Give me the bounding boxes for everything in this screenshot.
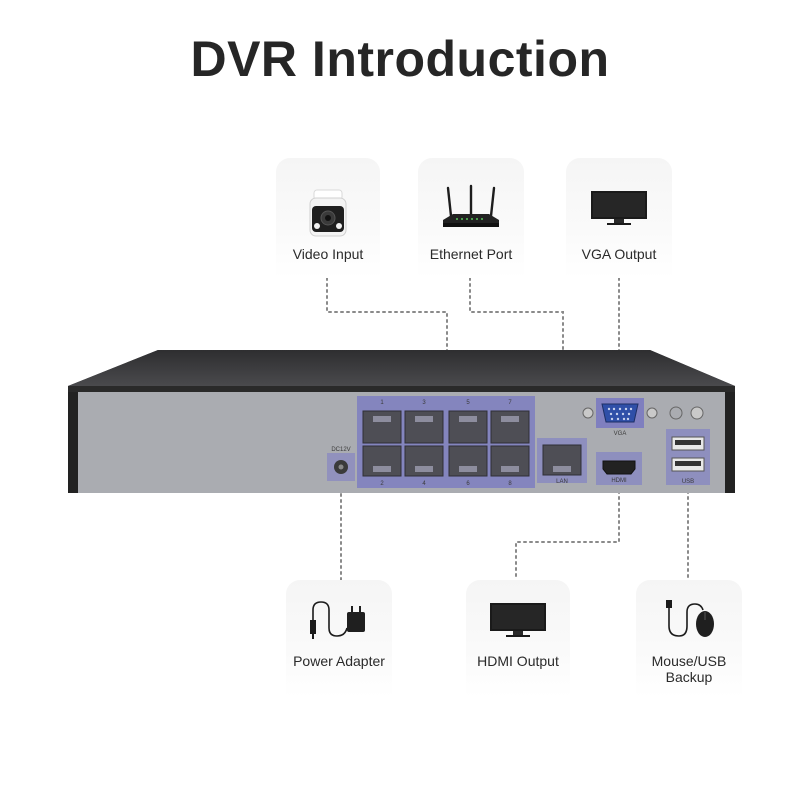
callout-hdmi-output: HDMI Output [466, 580, 570, 698]
panel-label-hdmi: HDMI [611, 478, 627, 484]
hdmi-port [602, 460, 636, 475]
panel-label-lan: LAN [556, 479, 568, 485]
panel-label-dc: DC12V [331, 447, 350, 453]
mouse-icon [636, 596, 742, 642]
vga-port [601, 403, 639, 423]
rj45-port [490, 410, 530, 444]
callout-label: Ethernet Port [429, 246, 513, 262]
port-number-1: 1 [380, 400, 384, 406]
vga-screw [582, 407, 594, 419]
port-number-7: 7 [508, 400, 512, 406]
dvr-left-rail [68, 386, 78, 493]
monitor-icon [466, 602, 570, 638]
panel-label-vga: VGA [614, 431, 627, 437]
router-icon [418, 184, 524, 232]
rj45-port [404, 410, 444, 444]
port-number-6: 6 [466, 481, 470, 487]
callout-vga-output: VGA Output [566, 158, 672, 278]
port-number-2: 2 [380, 481, 384, 487]
page-title: DVR Introduction [190, 31, 610, 87]
ethernet-port-connector-line [469, 277, 564, 439]
callout-label: Mouse/USB Backup [651, 653, 727, 685]
dvr-right-rail [725, 386, 735, 493]
monitor-icon [566, 190, 672, 226]
callout-power-adapter: Power Adapter [286, 580, 392, 698]
callout-label: HDMI Output [477, 653, 559, 669]
callout-mouse-usb-backup: Mouse/USB Backup [636, 580, 742, 698]
ground-screw [690, 406, 704, 420]
rj45-port [448, 410, 488, 444]
port-number-8: 8 [508, 481, 512, 487]
bullet-camera-icon [276, 184, 380, 238]
power-adapter-icon [286, 598, 392, 642]
callout-ethernet-port: Ethernet Port [418, 158, 524, 278]
callout-video-input: Video Input [276, 158, 380, 278]
port-number-5: 5 [466, 400, 470, 406]
callout-label: Power Adapter [293, 653, 385, 669]
callout-label: VGA Output [581, 246, 657, 262]
hdmi-output-connector-line [515, 484, 620, 581]
rj45-port [362, 410, 402, 444]
port-number-4: 4 [422, 481, 426, 487]
port-number-3: 3 [422, 400, 426, 406]
vga-screw [646, 407, 658, 419]
panel-label-usb: USB [682, 479, 694, 485]
ground-symbol [669, 406, 683, 420]
callout-label: Video Input [292, 246, 364, 262]
video-input-connector-line [326, 277, 448, 397]
